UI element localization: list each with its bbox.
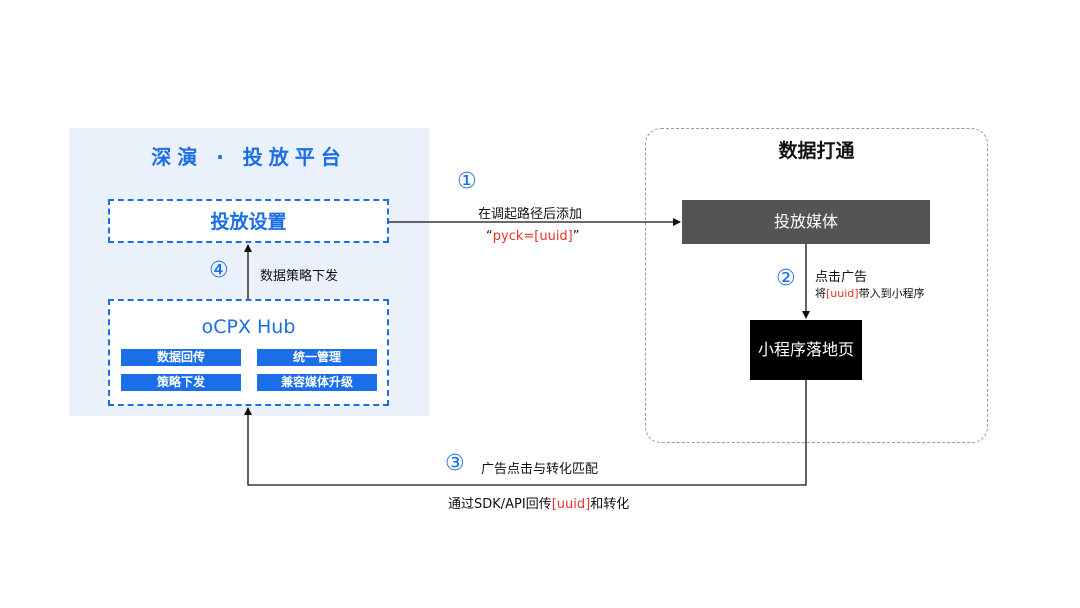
- step1-number: ①: [457, 169, 477, 194]
- hub-chip-media-upgrade: 兼容媒体升级: [257, 374, 377, 391]
- ad-media-box: 投放媒体: [682, 200, 930, 244]
- step1-param-open-quote: “: [486, 229, 493, 244]
- step4-label: 数据策略下发: [260, 269, 339, 284]
- step3-bottom-prefix: 通过SDK/API回传: [448, 497, 552, 512]
- step2-sub: 将[uuid]带入到小程序: [815, 285, 925, 301]
- step1-param-close-quote: ”: [572, 229, 580, 244]
- mini-program-landing-box: 小程序落地页: [750, 320, 862, 380]
- platform-title: 深演 · 投放平台: [151, 145, 347, 169]
- step3-label: 广告点击与转化匹配: [481, 462, 599, 477]
- step3-bottom-suffix: 和转化: [590, 497, 630, 512]
- hub-chip-strategy-dispatch: 策略下发: [121, 374, 241, 391]
- settings-box: [108, 199, 389, 243]
- hub-chip-unified-management: 统一管理: [257, 349, 377, 366]
- arrow-landing-to-hub: [244, 380, 807, 486]
- step1-label: 在调起路径后添加: [478, 207, 583, 222]
- step3-number: ③: [445, 451, 465, 476]
- step2-sub-prefix: 将: [815, 287, 826, 300]
- step2-sub-uuid: [uuid]: [826, 287, 859, 300]
- step4-number: ④: [209, 258, 229, 283]
- step2-label: 点击广告: [815, 270, 868, 285]
- step1-param: “pyck=[uuid]”: [486, 229, 580, 244]
- step2-number: ②: [776, 266, 796, 291]
- hub-chip-data-return: 数据回传: [121, 349, 241, 366]
- ocpx-hub-title: oCPX Hub: [201, 316, 296, 338]
- step2-sub-suffix: 带入到小程序: [858, 287, 925, 300]
- data-connect-title: 数据打通: [778, 140, 855, 162]
- step3-bottom-uuid: [uuid]: [551, 497, 591, 512]
- data-connect-panel: [645, 128, 988, 443]
- settings-label: 投放设置: [210, 211, 287, 233]
- step1-param-value: pyck=[uuid]: [492, 229, 573, 244]
- step3-bottom-label: 通过SDK/API回传[uuid]和转化: [448, 493, 629, 512]
